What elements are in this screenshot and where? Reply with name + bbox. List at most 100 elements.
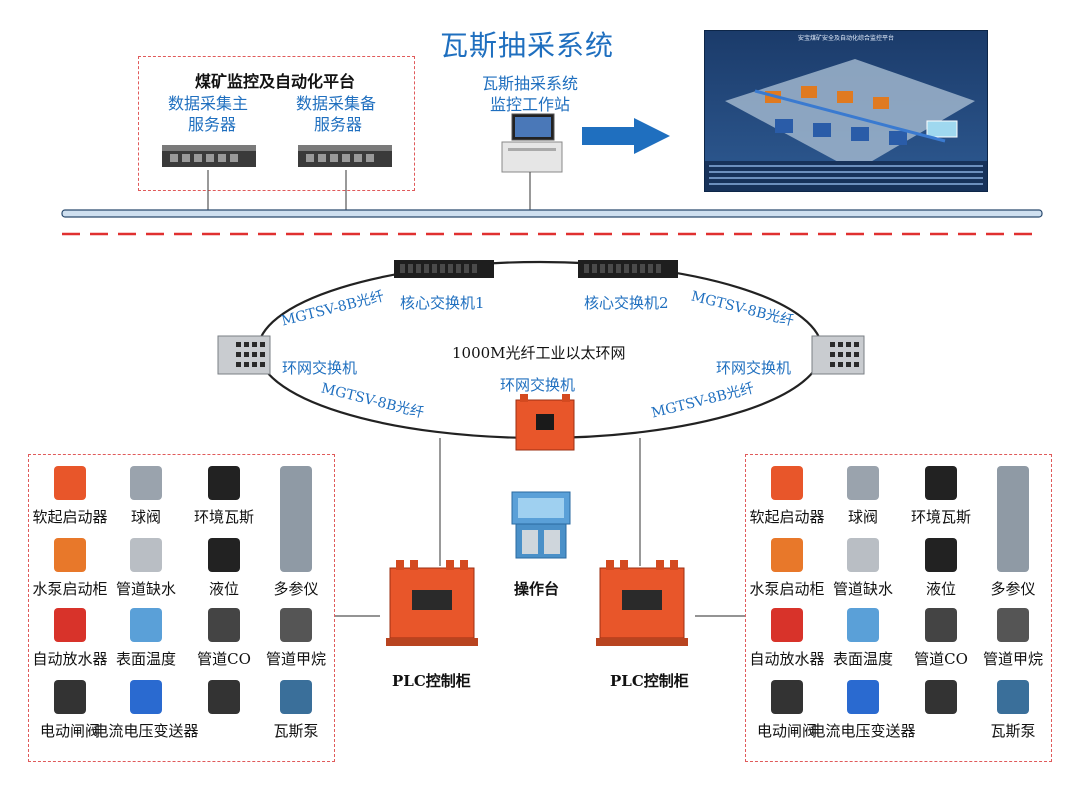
devices-right-panel: 软起启动器 球阀 环境瓦斯水泵启动柜管道缺水 液位 多参仪自动放水器表面温度 管道CO 管道…	[749, 466, 1043, 740]
left-device-icon-1	[130, 466, 162, 500]
plc-left-icon	[386, 560, 478, 646]
ring-switch-center-icon	[515, 394, 575, 451]
core-switch-2-label: 核心交换机2	[584, 294, 669, 312]
ring-switch-left-label: 环网交换机	[282, 359, 358, 377]
left-device-label-11: 管道甲烷	[266, 650, 326, 668]
left-device-icon-11	[280, 608, 312, 642]
right-device-label-10: 管道CO	[914, 650, 968, 668]
server-backup-label-1: 数据采集备	[296, 94, 377, 113]
devices-right-box	[745, 454, 1052, 762]
right-device-15: 瓦斯泵	[990, 680, 1036, 740]
left-device-label-5: 管道缺水	[116, 580, 176, 598]
right-device-14	[925, 680, 957, 714]
workstation-icon	[501, 113, 563, 173]
screen-plant-graphic	[705, 59, 987, 191]
core-switch-1-label: 核心交换机1	[400, 294, 485, 312]
left-device-icon-12	[54, 680, 86, 714]
workstation-label-1: 瓦斯抽采系统	[482, 74, 579, 93]
right-device-13: 电流电压变送器	[810, 680, 916, 740]
left-device-3	[280, 466, 312, 546]
left-device-10: 管道CO	[197, 608, 251, 668]
right-device-label-2: 环境瓦斯	[911, 508, 971, 526]
left-device-9: 表面温度	[116, 608, 176, 668]
left-device-icon-8	[54, 608, 86, 642]
core-switch-2-icon	[578, 260, 678, 278]
left-device-label-0: 软起启动器	[32, 508, 107, 526]
devices-left-panel: 软起启动器 球阀 环境瓦斯水泵启动柜管道缺水 液位多参仪自动放水器表面温度 管道CO 管道…	[32, 466, 326, 740]
server-main-label-1: 数据采集主	[168, 94, 249, 113]
left-device-icon-15	[280, 680, 312, 714]
right-device-1: 球阀	[847, 466, 879, 526]
plc-right-icon	[596, 560, 688, 646]
right-device-label-5: 管道缺水	[833, 580, 893, 598]
right-device-10: 管道CO	[914, 608, 968, 668]
left-device-15: 瓦斯泵	[273, 680, 319, 740]
left-device-5: 管道缺水	[116, 538, 176, 598]
right-device-icon-13	[847, 680, 879, 714]
right-device-label-12: 电动闸阀	[757, 722, 817, 740]
left-device-icon-9	[130, 608, 162, 642]
left-device-6: 液位	[208, 538, 240, 598]
left-device-label-1: 球阀	[131, 508, 161, 526]
right-device-3	[997, 466, 1029, 546]
right-device-icon-11	[997, 608, 1029, 642]
left-device-icon-0	[54, 466, 86, 500]
server-backup-icon	[298, 145, 392, 167]
screen-title: 安宝煤矿安全及自动化综合监控平台	[797, 35, 894, 42]
left-device-label-10: 管道CO	[197, 650, 251, 668]
right-device-label-9: 表面温度	[833, 650, 893, 668]
platform-box	[138, 56, 415, 191]
right-device-icon-7	[997, 538, 1029, 572]
right-device-0: 软起启动器	[749, 466, 825, 526]
platform-title: 煤矿监控及自动化平台	[195, 72, 356, 91]
left-device-icon-10	[208, 608, 240, 642]
left-device-label-9: 表面温度	[116, 650, 176, 668]
left-device-icon-14	[208, 680, 240, 714]
console-icon	[511, 491, 571, 559]
console-label: 操作台	[514, 580, 560, 598]
workstation-label-2: 监控工作站	[490, 95, 571, 114]
right-device-5: 管道缺水	[833, 538, 893, 598]
right-device-label-4: 水泵启动柜	[749, 580, 824, 598]
left-device-11: 管道甲烷	[266, 608, 326, 668]
left-device-2: 环境瓦斯	[194, 466, 254, 526]
left-device-icon-2	[208, 466, 240, 500]
left-device-label-7: 多参仪	[273, 580, 318, 598]
left-device-label-12: 电动闸阀	[40, 722, 100, 740]
left-device-label-4: 水泵启动柜	[32, 580, 107, 598]
diagram-title: 瓦斯抽采系统	[440, 29, 615, 62]
right-device-label-1: 球阀	[848, 508, 878, 526]
right-device-2: 环境瓦斯	[911, 466, 971, 526]
right-device-12: 电动闸阀	[757, 680, 817, 740]
right-device-11: 管道甲烷	[983, 608, 1043, 668]
right-device-icon-8	[771, 608, 803, 642]
server-main-icon	[162, 145, 256, 167]
left-device-label-2: 环境瓦斯	[194, 508, 254, 526]
left-device-0: 软起启动器	[32, 466, 108, 526]
monitoring-screenshot: 安宝煤矿安全及自动化综合监控平台	[704, 30, 988, 192]
left-device-icon-5	[130, 538, 162, 572]
right-device-label-0: 软起启动器	[749, 508, 824, 526]
ring-switch-center-label: 环网交换机	[500, 376, 576, 394]
right-device-label-7: 多参仪	[990, 580, 1035, 598]
left-device-4: 水泵启动柜	[32, 538, 108, 598]
left-device-13: 电流电压变送器	[93, 680, 199, 740]
right-device-icon-12	[771, 680, 803, 714]
right-device-8: 自动放水器	[749, 608, 825, 668]
right-device-label-6: 液位	[926, 580, 956, 598]
right-device-9: 表面温度	[833, 608, 893, 668]
left-device-8: 自动放水器	[32, 608, 108, 668]
left-device-icon-3	[280, 466, 312, 546]
right-device-icon-2	[925, 466, 957, 500]
right-device-icon-4	[771, 538, 803, 572]
left-device-icon-4	[54, 538, 86, 572]
right-device-4: 水泵启动柜	[749, 538, 825, 598]
server-main-label-2: 服务器	[188, 115, 237, 134]
left-device-label-8: 自动放水器	[32, 650, 107, 668]
right-device-label-15: 瓦斯泵	[990, 722, 1035, 740]
right-device-icon-10	[925, 608, 957, 642]
main-bus	[61, 209, 1043, 218]
right-device-7: 多参仪	[990, 538, 1036, 598]
left-device-1: 球阀	[130, 466, 162, 526]
